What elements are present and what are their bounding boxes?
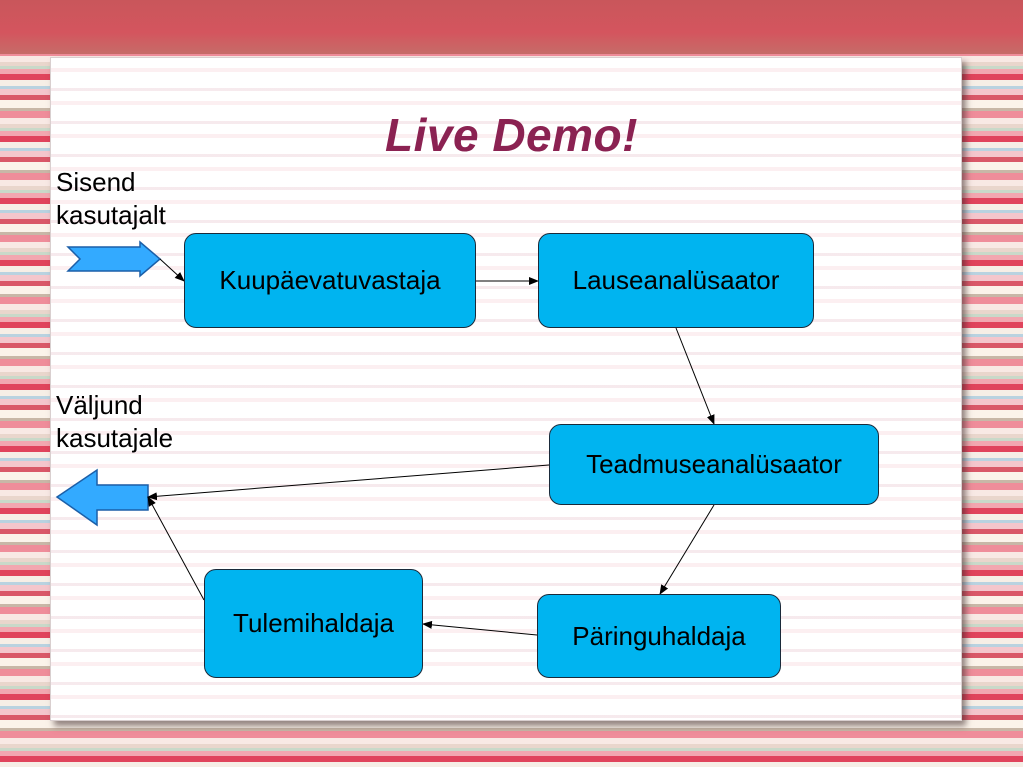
node-label: Päringuhaldaja xyxy=(572,620,746,651)
output-label-line2: kasutajale xyxy=(56,423,174,453)
node-lauseanalusaator: Lauseanalüsaator xyxy=(538,233,814,328)
input-arrow-icon xyxy=(66,240,162,278)
input-label-line2: kasutajalt xyxy=(56,200,166,230)
output-label-line1: Väljund xyxy=(56,390,143,420)
node-paringuhaldaja: Päringuhaldaja xyxy=(537,594,781,678)
slide-title: Live Demo! xyxy=(385,109,638,161)
edge-teadmus-to-output xyxy=(147,464,550,501)
edge-teadmus-to-paring xyxy=(659,504,715,595)
input-label: Sisend kasutajalt xyxy=(56,166,166,232)
node-label: Teadmuseanalüsaator xyxy=(586,449,842,479)
edge-paring-to-tulemi xyxy=(422,620,538,636)
output-arrow-icon xyxy=(55,468,149,527)
node-teadmuseanalusaator: Teadmuseanalüsaator xyxy=(549,424,879,505)
input-label-line1: Sisend xyxy=(56,167,136,197)
node-label: Lauseanalüsaator xyxy=(572,265,780,295)
slide-panel xyxy=(50,57,962,721)
node-kuupaevatuvastaja: Kuupäevatuvastaja xyxy=(184,233,476,328)
node-label: Tulemihaldaja xyxy=(233,608,394,638)
edge-tulemi-to-output xyxy=(147,496,205,601)
node-label: Kuupäevatuvastaja xyxy=(219,265,441,295)
node-tulemihaldaja: Tulemihaldaja xyxy=(204,569,423,678)
edge-input-to-kuupaev xyxy=(159,258,185,282)
output-label: Väljund kasutajale xyxy=(56,389,173,455)
top-decorative-band xyxy=(0,0,1023,54)
edge-lause-to-teadmus xyxy=(675,327,715,425)
